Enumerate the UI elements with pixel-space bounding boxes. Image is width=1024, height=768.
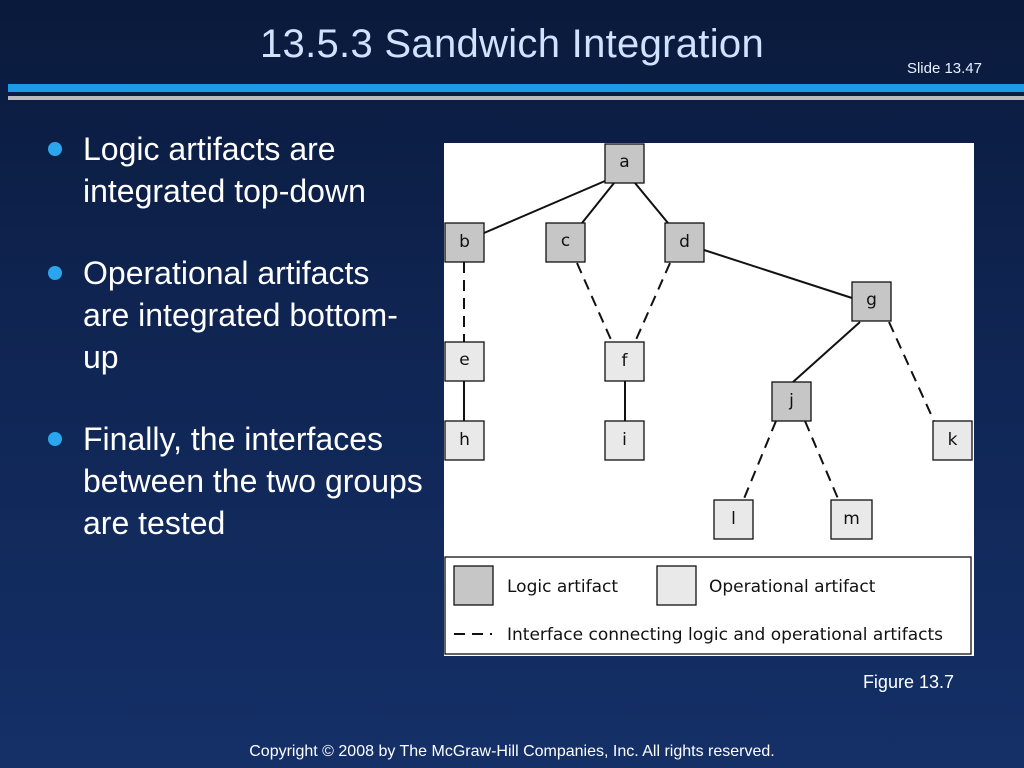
- node-label-c: c: [561, 231, 570, 251]
- node-a: [604, 143, 645, 184]
- bullet-text: Logic artifacts are integrated top-down: [83, 131, 366, 209]
- integration-diagram: a b c d g e f j h i k l m Logic artifact…: [444, 143, 974, 656]
- node-label-k: k: [948, 430, 958, 450]
- node-label-i: i: [622, 430, 627, 450]
- node-i: [604, 420, 645, 461]
- legend-operational-swatch: [656, 565, 697, 606]
- node-h: [444, 420, 485, 461]
- node-j: [771, 381, 812, 422]
- edge-j-l: [742, 420, 777, 502]
- bullet-text: Operational artifacts are integrated bot…: [83, 255, 398, 375]
- edge-g-j: [792, 321, 861, 383]
- node-f: [604, 341, 645, 382]
- node-e: [444, 341, 485, 382]
- slide-title: 13.5.3 Sandwich Integration: [260, 22, 764, 66]
- edge-j-m: [804, 420, 840, 502]
- edge-a-c: [581, 182, 615, 224]
- bullet-item: Finally, the interfaces between the two …: [44, 418, 424, 544]
- edge-a-d: [634, 182, 669, 224]
- node-d: [664, 222, 705, 263]
- legend-logic-label: Logic artifact: [507, 577, 618, 597]
- node-label-j: j: [788, 391, 794, 411]
- legend-logic-swatch: [453, 565, 494, 606]
- diagram-canvas: a b c d g e f j h i k l m Logic artifact…: [444, 143, 973, 655]
- bullet-dot-icon: [48, 432, 62, 446]
- title-rule-blue: [8, 84, 1024, 92]
- node-l: [713, 499, 754, 540]
- node-b: [444, 222, 485, 263]
- legend-operational-label: Operational artifact: [709, 577, 876, 597]
- node-k: [932, 420, 973, 461]
- copyright-footer: Copyright © 2008 by The McGraw-Hill Comp…: [249, 743, 775, 760]
- bullet-item: Logic artifacts are integrated top-down: [44, 128, 424, 212]
- legend-frame: [444, 556, 972, 655]
- node-label-f: f: [622, 351, 629, 371]
- node-label-l: l: [731, 509, 736, 529]
- node-g: [851, 281, 892, 322]
- bullet-item: Operational artifacts are integrated bot…: [44, 252, 424, 378]
- edge-d-g: [703, 249, 853, 299]
- edge-c-f: [576, 262, 613, 343]
- edge-a-b: [483, 180, 606, 234]
- node-label-b: b: [459, 232, 470, 252]
- node-label-m: m: [843, 509, 860, 529]
- bullet-list: Logic artifacts are integrated top-down …: [44, 128, 424, 544]
- legend-interface-label: Interface connecting logic and operation…: [507, 625, 943, 645]
- node-label-e: e: [459, 350, 469, 370]
- slide-number: Slide 13.47: [906, 60, 982, 77]
- bullet-dot-icon: [48, 266, 62, 280]
- node-label-h: h: [459, 430, 470, 450]
- figure-caption: Figure 13.7: [862, 672, 954, 692]
- edge-g-k: [888, 321, 935, 422]
- bullet-text: Finally, the interfaces between the two …: [83, 421, 423, 541]
- node-c: [545, 222, 586, 263]
- node-m: [830, 499, 873, 540]
- title-rule-gray: [8, 96, 1024, 100]
- node-label-d: d: [679, 232, 690, 252]
- bullet-dot-icon: [48, 142, 62, 156]
- edge-d-f: [634, 262, 671, 343]
- node-label-g: g: [866, 290, 877, 310]
- node-label-a: a: [619, 152, 629, 172]
